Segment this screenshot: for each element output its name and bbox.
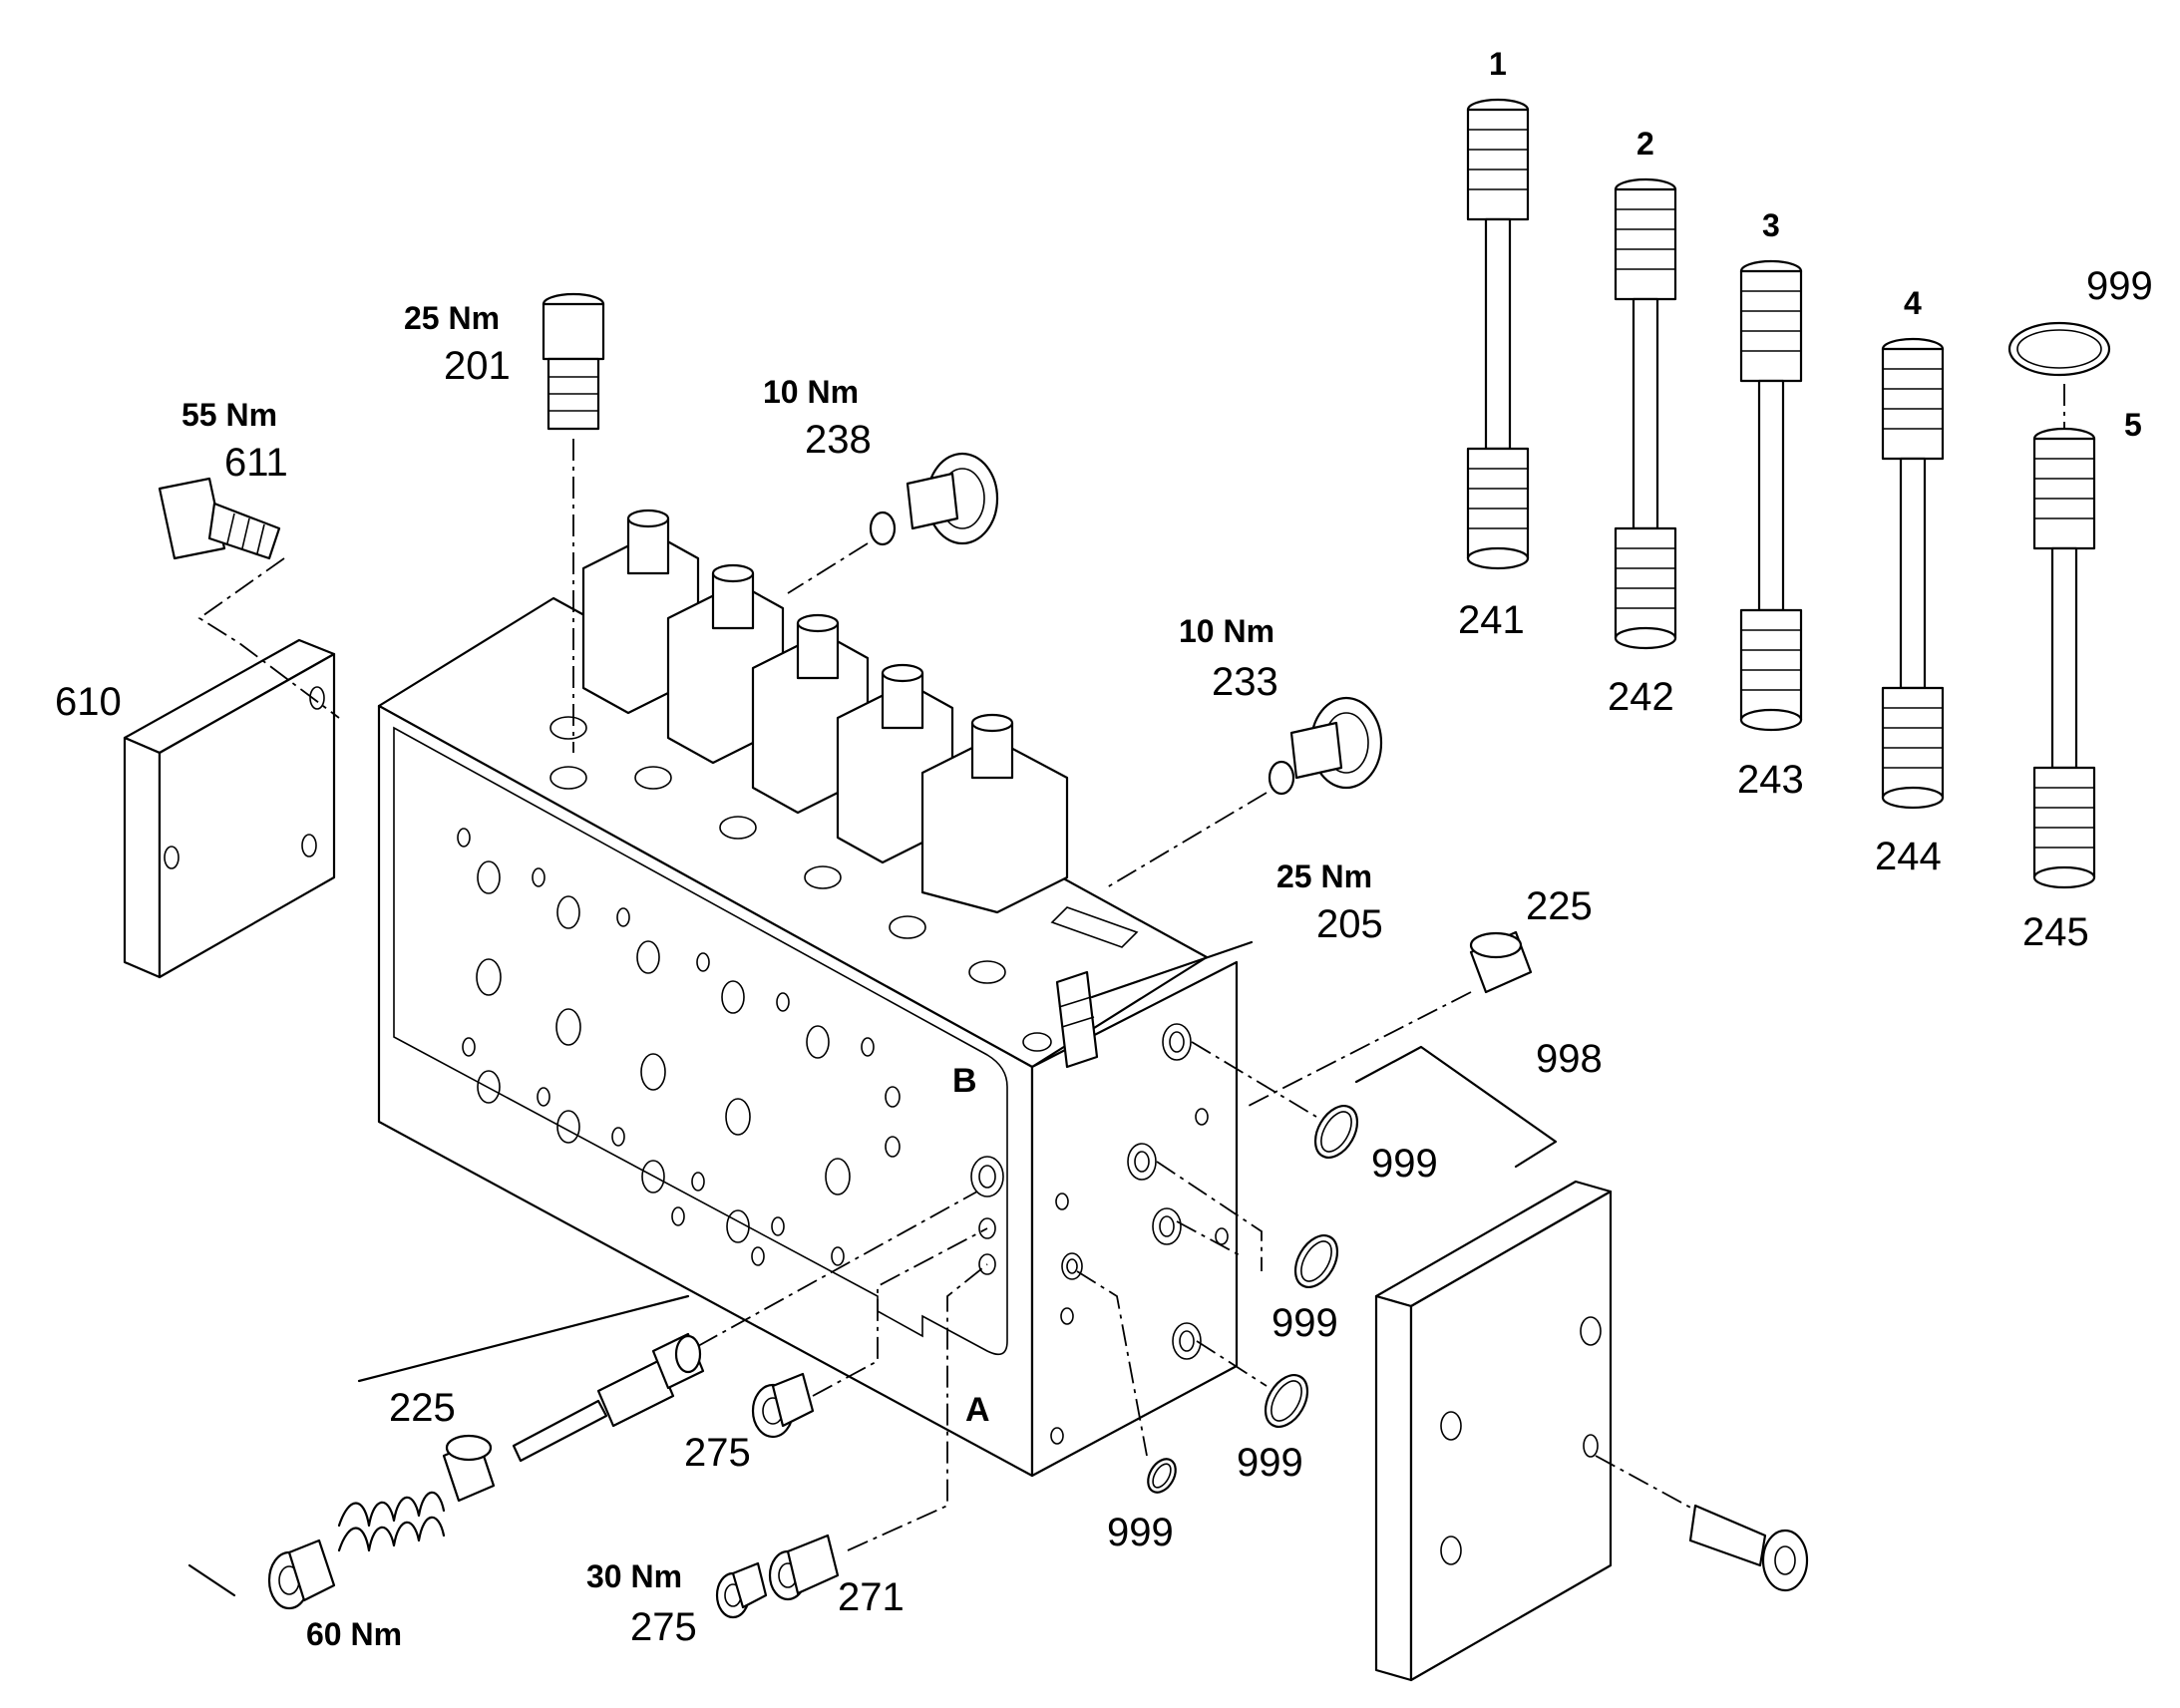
screw-611 [158,477,340,719]
part-999-a: 999 [1371,1142,1438,1186]
plug-201 [542,292,605,753]
part-275-a: 275 [684,1431,751,1475]
piston [442,1434,496,1503]
spool-1 [1466,98,1530,570]
spool-label-2: 2 [1636,126,1654,162]
plug-60nm [187,1538,336,1610]
part-242: 242 [1608,675,1674,719]
port-holes [457,828,901,1266]
valve-block [377,509,1239,1478]
plug-225-right [1246,930,1533,1108]
spool-225-left [357,1191,978,1463]
part-999-b: 999 [1272,1301,1338,1345]
top-face-holes [549,716,1139,1052]
fitting-205 [1055,940,1254,1069]
torque-201: 25 Nm [404,300,500,336]
part-275-b: 275 [630,1605,697,1649]
torque-238: 10 Nm [763,374,859,410]
part-611: 611 [224,441,288,485]
part-245: 245 [2022,910,2089,954]
spool-label-1: 1 [1489,46,1507,82]
part-233: 233 [1212,660,1278,704]
part-225-left: 225 [389,1386,456,1430]
part-238: 238 [805,418,872,462]
solenoid-caps [581,509,1069,914]
spool-3 [1739,259,1803,732]
plug-233 [1106,696,1383,888]
part-999-c: 999 [1237,1441,1303,1485]
part-998: 998 [1536,1037,1603,1081]
port-letter-b: B [952,1062,977,1100]
spool-2 [1614,177,1677,650]
spool-label-5: 5 [2124,407,2142,443]
spring [337,1491,446,1552]
torque-205: 25 Nm [1276,858,1372,894]
part-225-right: 225 [1526,884,1593,928]
part-999-top: 999 [2086,264,2153,308]
right-cover-plate [1374,1180,1809,1682]
port-letter-a: A [965,1391,990,1429]
part-243: 243 [1737,758,1804,802]
spool-label-4: 4 [1904,285,1922,321]
spool-4 [1881,337,1945,810]
part-610: 610 [55,680,122,724]
part-205: 205 [1316,902,1383,946]
torque-233: 10 Nm [1179,613,1274,649]
labels: 1 2 3 4 5 241 242 243 244 245 999 25 Nm … [55,46,2153,1652]
torque-60: 60 Nm [306,1616,402,1652]
plug-275-a [751,1227,988,1439]
left-cover-plate [123,638,336,979]
torque-611: 55 Nm [182,397,277,433]
part-244: 244 [1875,835,1942,878]
o-ring-top [2007,321,2111,377]
plug-275-b [715,1561,768,1619]
torque-275: 30 Nm [586,1558,682,1594]
part-241: 241 [1458,598,1525,642]
part-201: 201 [444,344,511,388]
spool-5 [2032,384,2096,889]
part-271: 271 [838,1575,905,1619]
bracket-998 [1354,1045,1558,1169]
plug-238 [787,452,999,594]
end-face-ports [970,1023,1229,1445]
plug-271 [768,1263,988,1601]
o-rings-right [1076,1041,1359,1494]
part-999-d: 999 [1107,1511,1174,1554]
spool-label-3: 3 [1762,207,1780,243]
